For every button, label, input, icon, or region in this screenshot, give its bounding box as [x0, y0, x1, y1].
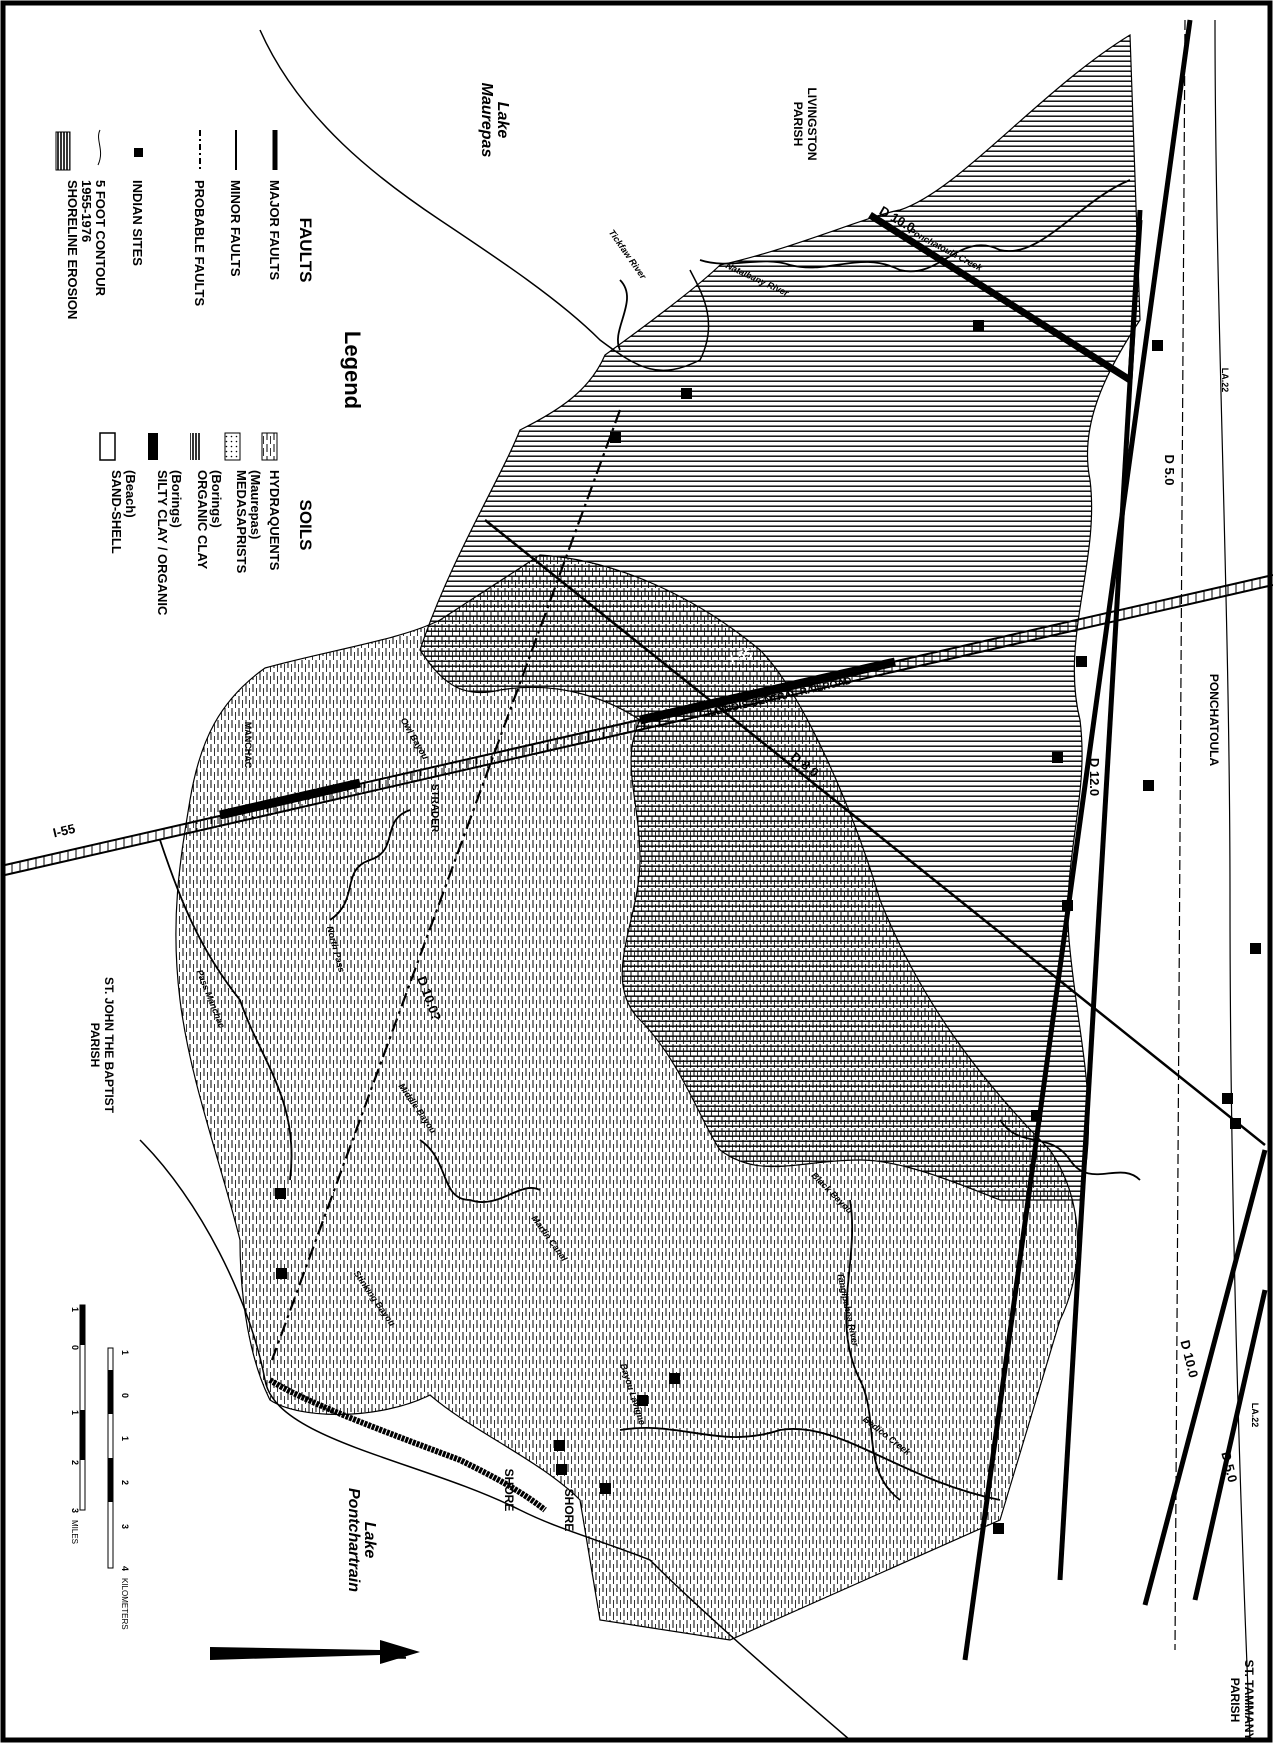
legend-contour-label: 5 FOOT CONTOUR — [93, 180, 108, 297]
shore-label-1: SHORE — [502, 1469, 516, 1512]
scale-mi-tick: 1 — [70, 1410, 80, 1415]
scale-km-tick: 4 — [120, 1566, 130, 1571]
legend-major-faults-label: MAJOR FAULTS — [267, 180, 282, 280]
legend-probable-faults-label: PROBABLE FAULTS — [192, 180, 207, 306]
scale-mi-tick: 0 — [70, 1345, 80, 1350]
probable-fault — [270, 409, 622, 1361]
legend-contour-symbol — [97, 129, 102, 166]
scale-mi-tick: 3 — [70, 1508, 80, 1513]
indian-sites — [275, 320, 1261, 1534]
legend-medasaprists-symbol — [224, 432, 241, 461]
scale-km-tick: 0 — [120, 1393, 130, 1398]
manchac-label: MANCHAC — [243, 722, 253, 769]
place-labels: LIVINGSTONPARISH ST. JOHN THE BAPTISTPAR… — [88, 83, 1256, 1741]
i55-railroad — [3, 574, 1273, 876]
scale-mi-tick: 2 — [70, 1460, 80, 1465]
lake-maurepas-label: LakeMaurepas — [478, 83, 511, 158]
la22-south-label: LA.22 — [1250, 1403, 1260, 1428]
legend-erosion-label: SHORELINE EROSION1955-1976 — [65, 180, 94, 319]
scale-km-unit: KILOMETERS — [120, 1578, 129, 1630]
north-arrow: N — [210, 1640, 420, 1664]
fault-label-d5-south: D 5.0 — [1218, 1450, 1240, 1484]
lake-maurepas-shore — [259, 29, 710, 372]
legend-minor-faults-label: MINOR FAULTS — [228, 180, 243, 277]
legend-sand-shell-label: SAND-SHELL(Beach) — [109, 470, 138, 554]
fault-label-d10-south: D 10.0 — [1177, 1339, 1201, 1380]
legend-silty-clay-symbol — [148, 433, 158, 460]
st-john-label: ST. JOHN THE BAPTISTPARISH — [88, 977, 116, 1114]
legend-silty-clay-label: SILTY CLAY / ORGANIC(Borings) — [155, 470, 184, 616]
rivers — [159, 179, 1141, 1501]
shoreline-erosion — [268, 1377, 547, 1513]
legend-hydraquents-label: HYDRAQUENTS — [267, 470, 282, 571]
legend-sand-shell-symbol — [99, 432, 116, 461]
i55-east-label: I-55 — [728, 646, 753, 666]
la22-north-label: LA.22 — [1220, 368, 1230, 393]
lake-pontchartrain-shore — [139, 1139, 851, 1741]
legend-organic-clay-label: ORGANIC CLAY(Borings) — [195, 470, 224, 570]
fault-label-d5-north: D 5.0 — [1162, 454, 1177, 485]
roads — [1174, 19, 1251, 1741]
legend-hydraquents-symbol — [261, 432, 278, 461]
legend: Legend FAULTS SOILS MAJOR FAULTS MINOR F… — [55, 129, 365, 616]
strader-label: STRADER — [429, 784, 440, 833]
minor-fault — [484, 519, 1266, 1146]
scale-km-tick: 1 — [120, 1350, 130, 1355]
scale-bar: 1 0 1 2 3 4 KILOMETERS 1 0 1 2 3 MILES — [70, 1304, 130, 1630]
legend-faults-heading: FAULTS — [296, 218, 315, 283]
scale-km-tick: 1 — [120, 1436, 130, 1441]
legend-indian-site-symbol — [134, 148, 143, 157]
lake-pontchartrain-text: LakePontchartrain — [345, 1488, 378, 1592]
scale-km-tick: 2 — [120, 1480, 130, 1485]
scale-km-tick: 3 — [120, 1524, 130, 1529]
legend-indian-sites-label: INDIAN SITES — [130, 180, 145, 266]
legend-erosion-symbol — [55, 131, 71, 171]
ponchatoula-label: PONCHATOULA — [1207, 674, 1221, 767]
legend-soils-heading: SOILS — [296, 499, 315, 550]
soil-horizontal-zone — [419, 33, 1141, 1201]
scale-mi-unit: MILES — [70, 1520, 79, 1544]
legend-title: Legend — [340, 331, 365, 409]
north-arrow-label: N — [391, 1648, 408, 1660]
major-faults — [868, 19, 1268, 1661]
st-tammany-label: ST. TAMMANYPARISH — [1228, 1659, 1256, 1740]
legend-organic-clay-symbol — [190, 433, 200, 460]
fault-label-d12: D 12.0 — [1087, 758, 1102, 796]
i55-west-label: I-55 — [51, 821, 76, 841]
shore-label-2: SHORE — [562, 1489, 576, 1532]
scale-mi-tick: 1 — [70, 1307, 80, 1312]
livingston-label: LIVINGSTONPARISH — [791, 87, 819, 160]
tickfaw-label: Tickfaw River — [607, 228, 649, 282]
legend-medasaprists-label: MEDASAPRISTS(Maurepas) — [234, 470, 263, 574]
